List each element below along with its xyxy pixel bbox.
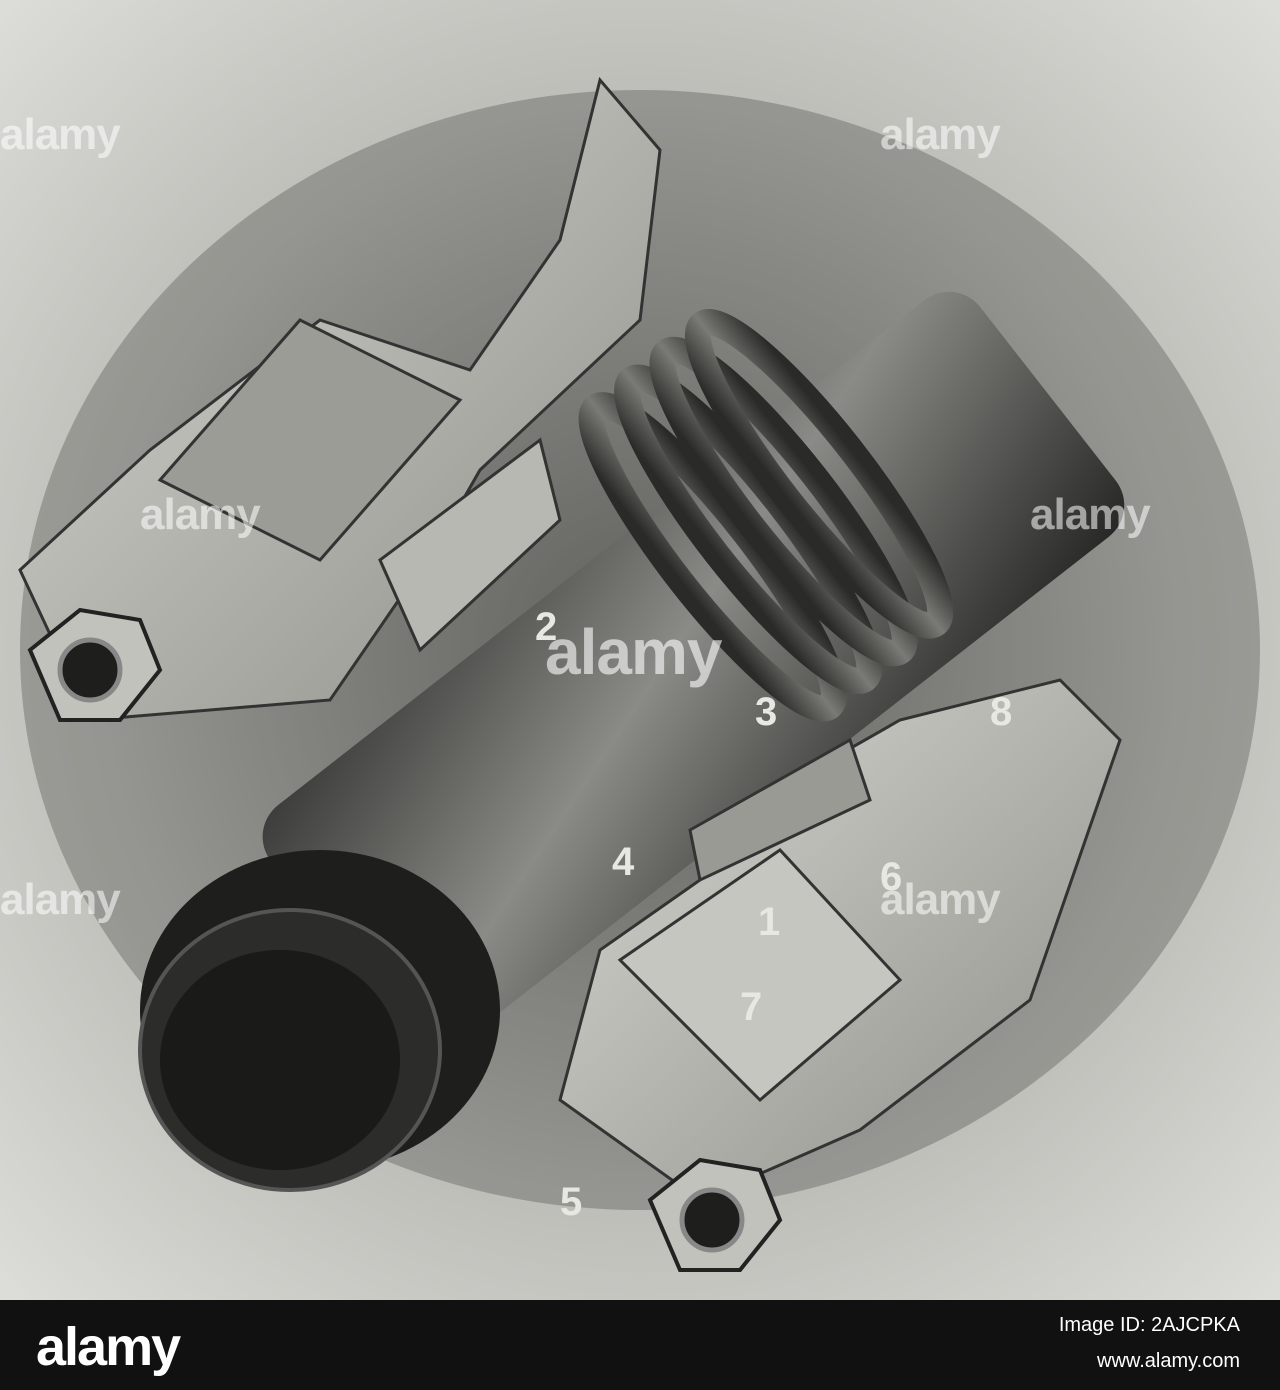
image-id: Image ID: 2AJCPKA: [1058, 1314, 1240, 1336]
callout-7: 7: [740, 985, 763, 1029]
upper-housing: [18, 76, 662, 722]
callout-5: 5: [560, 1180, 583, 1224]
footer-bar: alamy Image ID: 2AJCPKA www.alamy.com: [0, 1300, 1280, 1390]
shaft: [262, 291, 1125, 1051]
callout-8: 8: [990, 690, 1013, 734]
shaft-end: [138, 850, 500, 1192]
lower-housing: [558, 678, 1122, 1202]
hex-nut-right: [647, 1157, 783, 1272]
callout-1: 1: [758, 900, 781, 944]
callout-6: 6: [880, 855, 903, 899]
engraving-photo: [0, 0, 1280, 1300]
callout-4: 4: [612, 840, 635, 884]
callout-3: 3: [755, 690, 778, 734]
callout-2: 2: [535, 605, 558, 649]
brand-logo: alamy: [36, 1317, 181, 1377]
site-url[interactable]: www.alamy.com: [1097, 1350, 1240, 1372]
coil-rings: [578, 309, 954, 722]
hex-nut-left: [27, 607, 163, 722]
